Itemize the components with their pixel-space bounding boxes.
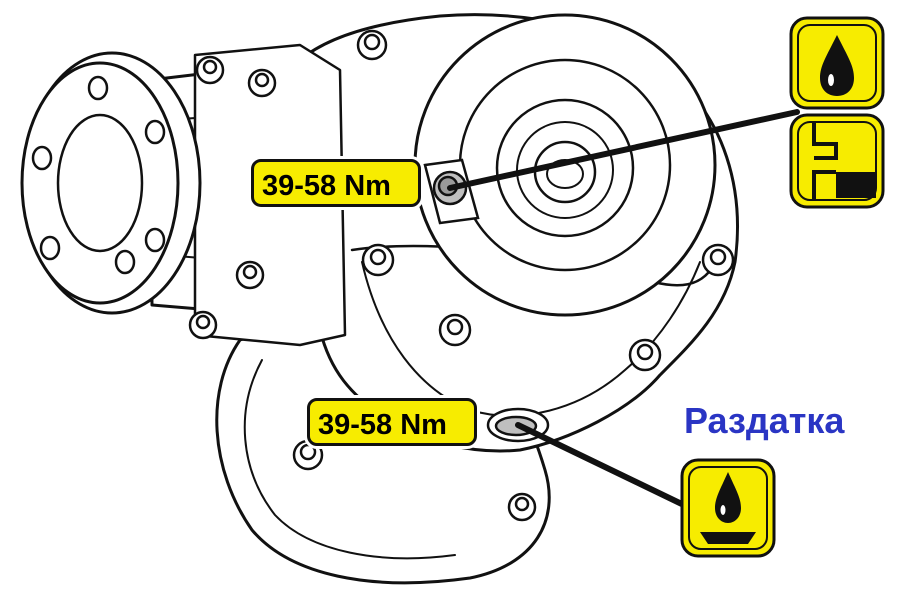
bolt: [195, 55, 225, 85]
flange-hole: [31, 145, 53, 171]
bolt: [628, 338, 662, 372]
bolt: [507, 492, 537, 522]
oil-level-icon: [789, 113, 885, 209]
flange-face: [20, 61, 180, 305]
drain-plug-torque-label: 39-58 Nm: [307, 398, 477, 446]
flange-hole: [87, 75, 109, 101]
flange-hole: [144, 227, 166, 253]
fill-plug-torque-label: 39-58 Nm: [251, 159, 421, 207]
flange-hole: [114, 249, 136, 275]
bolt: [247, 68, 277, 98]
bolt: [361, 243, 395, 277]
bolt: [188, 310, 218, 340]
flange-hole: [39, 235, 61, 261]
flange-hole: [144, 119, 166, 145]
flange-bore: [56, 113, 144, 253]
bolt: [701, 243, 735, 277]
fill-plug-leader: [447, 109, 800, 191]
oil-drop-icon: [789, 16, 885, 110]
lower-casing-rib: [243, 359, 456, 560]
drain-plug-leader: [515, 422, 693, 511]
bolt: [356, 29, 388, 61]
bolt: [235, 260, 265, 290]
bearing-seal-ring: [495, 98, 635, 238]
bearing-seal-inner: [516, 121, 614, 219]
component-title: Раздатка: [684, 400, 845, 441]
bolt: [292, 439, 324, 471]
oil-drain-icon: [680, 458, 776, 558]
bolt: [438, 313, 472, 347]
